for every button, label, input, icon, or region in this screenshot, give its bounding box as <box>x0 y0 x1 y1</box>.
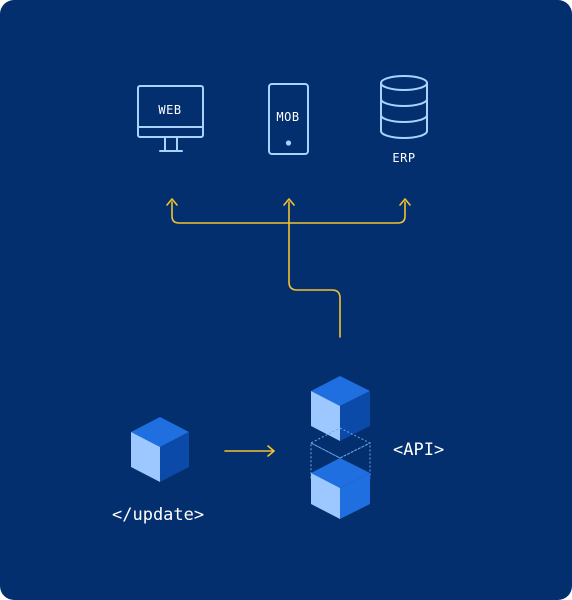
arrowhead-mob <box>283 198 295 206</box>
api-label: <API> <box>393 440 445 460</box>
arrowhead-web <box>166 198 178 206</box>
database-icon <box>380 75 428 139</box>
mob-label: MOB <box>276 110 300 124</box>
monitor-icon <box>137 85 204 152</box>
erp-label: ERP <box>392 151 416 165</box>
update-cube-icon <box>131 417 189 482</box>
update-to-api-arrow <box>224 445 275 457</box>
api-stacked-cubes-icon <box>309 376 372 519</box>
arrowhead-erp <box>399 198 411 206</box>
update-label: </update> <box>112 505 205 525</box>
web-label: WEB <box>158 103 182 117</box>
distribution-connector <box>171 201 406 338</box>
phone-icon <box>268 83 309 155</box>
